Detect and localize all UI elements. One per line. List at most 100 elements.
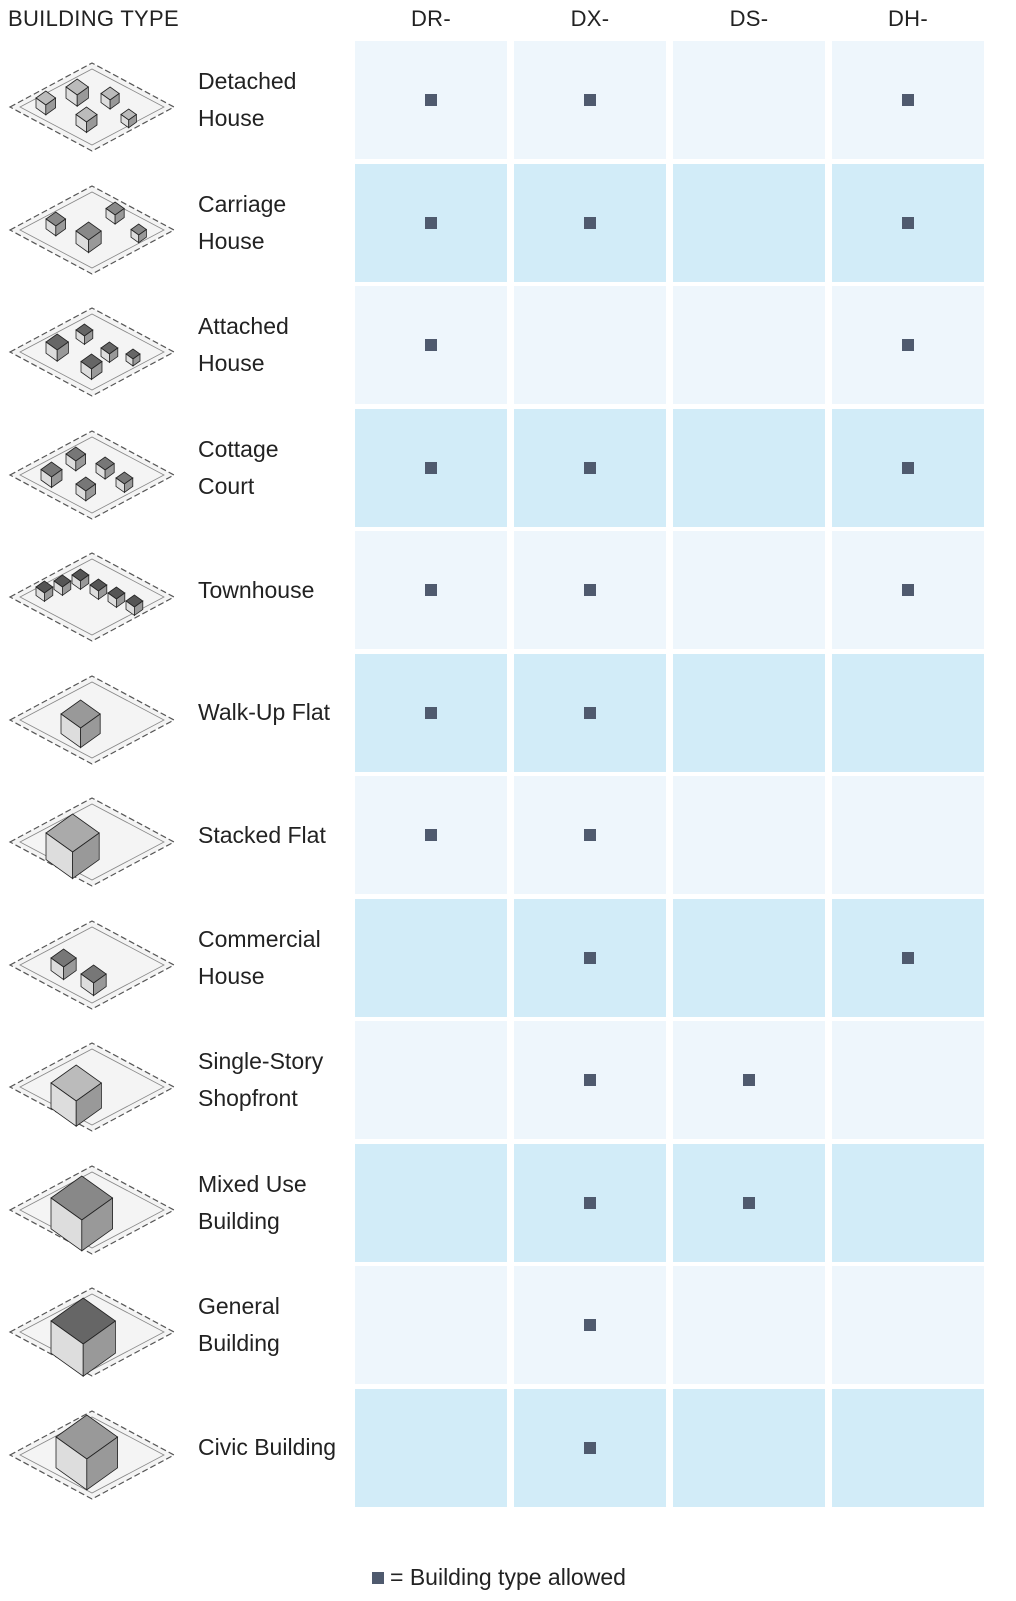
table-cell-ds xyxy=(673,531,825,649)
table-cell-dh xyxy=(832,653,984,772)
allowed-marker-icon xyxy=(584,1319,596,1331)
table-row: General Building xyxy=(0,1266,1016,1384)
building-type-label: Attached House xyxy=(198,313,289,376)
table-cell-dh xyxy=(832,1021,984,1139)
table-cell-dr xyxy=(355,408,507,527)
table-cell-ds xyxy=(673,1021,825,1139)
allowed-marker-icon xyxy=(584,94,596,106)
building-type-label: Mixed Use Building xyxy=(198,1170,307,1234)
civic-building-icon xyxy=(6,1397,178,1501)
cottage-court-icon xyxy=(6,417,178,521)
general-building-icon xyxy=(6,1274,178,1378)
table-cell-ds xyxy=(673,898,825,1017)
allowed-marker-icon xyxy=(425,461,437,474)
table-cell-dr xyxy=(355,1388,507,1507)
commercial-house-icon xyxy=(6,907,178,1011)
legend: = Building type allowed xyxy=(372,1564,626,1591)
building-type-label: Cottage Court xyxy=(198,435,279,499)
table-row: Civic Building xyxy=(0,1388,1016,1507)
building-type-header: BUILDING TYPE xyxy=(8,6,179,31)
table-cell-ds xyxy=(673,653,825,772)
building-type-label: Townhouse xyxy=(198,576,315,603)
allowed-marker-icon xyxy=(584,1441,596,1454)
allowed-marker-icon xyxy=(425,584,437,596)
table-cell-dx xyxy=(514,1143,666,1262)
table-row: Commercial House xyxy=(0,898,1016,1017)
table-row: Mixed Use Building xyxy=(0,1143,1016,1262)
allowed-marker-icon xyxy=(425,216,437,229)
table-cell-dh xyxy=(832,776,984,894)
building-type-label: Commercial House xyxy=(198,925,321,989)
building-type-label: Carriage House xyxy=(198,190,287,254)
table-cell-dr xyxy=(355,653,507,772)
stacked-flat-icon xyxy=(6,784,178,888)
allowed-marker-icon xyxy=(425,829,437,841)
table-cell-ds xyxy=(673,408,825,527)
table-cell-ds xyxy=(673,286,825,404)
table-cell-ds xyxy=(673,163,825,282)
table-cell-dx xyxy=(514,898,666,1017)
building-type-label: Stacked Flat xyxy=(198,821,326,848)
table-cell-dx xyxy=(514,408,666,527)
allowed-marker-icon xyxy=(743,1196,755,1209)
allowed-marker-icon xyxy=(584,216,596,229)
table-cell-ds xyxy=(673,1388,825,1507)
allowed-marker-icon xyxy=(425,339,437,351)
table-row: Single-Story Shopfront xyxy=(0,1021,1016,1139)
allowed-marker-icon xyxy=(902,216,914,229)
table-cell-dh xyxy=(832,163,984,282)
building-type-label: Detached House xyxy=(198,68,297,131)
table-cell-dh xyxy=(832,286,984,404)
allowed-marker-icon xyxy=(584,829,596,841)
table-cell-dh xyxy=(832,531,984,649)
detached-house-icon xyxy=(6,49,178,153)
table-cell-dx xyxy=(514,41,666,159)
building-type-label: Walk-Up Flat xyxy=(198,699,331,725)
table-cell-dx xyxy=(514,776,666,894)
table-cell-dx xyxy=(514,653,666,772)
building-type-label: General Building xyxy=(198,1293,280,1356)
table-cell-ds xyxy=(673,1266,825,1384)
table-cell-dh xyxy=(832,408,984,527)
table-cell-dx xyxy=(514,1021,666,1139)
table-cell-dh xyxy=(832,1266,984,1384)
table-row: Cottage Court xyxy=(0,408,1016,527)
table-cell-dh xyxy=(832,898,984,1017)
table-row: Walk-Up Flat xyxy=(0,653,1016,772)
allowed-marker-icon xyxy=(584,584,596,596)
column-header-dx: DX- xyxy=(570,6,610,31)
table-cell-ds xyxy=(673,1143,825,1262)
allowed-marker-icon xyxy=(584,1074,596,1086)
mixed-use-building-icon xyxy=(6,1152,178,1256)
townhouse-icon xyxy=(6,539,178,643)
column-header-dh: DH- xyxy=(887,6,928,31)
allowed-marker-icon xyxy=(425,706,437,719)
allowed-marker-icon xyxy=(902,94,914,106)
table-row: Townhouse xyxy=(0,531,1016,649)
table-cell-dr xyxy=(355,531,507,649)
table-cell-dx xyxy=(514,1266,666,1384)
table-cell-ds xyxy=(673,41,825,159)
allowed-marker-icon xyxy=(743,1074,755,1086)
carriage-house-icon xyxy=(6,172,178,276)
table-cell-ds xyxy=(673,776,825,894)
table-cell-dx xyxy=(514,286,666,404)
table-cell-dr xyxy=(355,41,507,159)
single-story-shopfront-icon xyxy=(6,1029,178,1133)
allowed-marker-icon xyxy=(902,339,914,351)
allowed-marker-icon xyxy=(902,461,914,474)
column-header-ds: DS- xyxy=(729,6,769,31)
building-type-label: Single-Story Shopfront xyxy=(198,1048,324,1111)
table-cell-dh xyxy=(832,1388,984,1507)
column-header-dr: DR- xyxy=(410,6,451,31)
table-cell-dr xyxy=(355,776,507,894)
table-cell-dx xyxy=(514,163,666,282)
table-cell-dr xyxy=(355,163,507,282)
table-row: Detached House xyxy=(0,41,1016,159)
building-type-label: Civic Building xyxy=(198,1434,337,1460)
table-cell-dr xyxy=(355,1143,507,1262)
walk-up-flat-icon xyxy=(6,662,178,766)
allowed-marker-icon xyxy=(902,584,914,596)
table-cell-dr xyxy=(355,286,507,404)
allowed-marker-icon xyxy=(902,951,914,964)
